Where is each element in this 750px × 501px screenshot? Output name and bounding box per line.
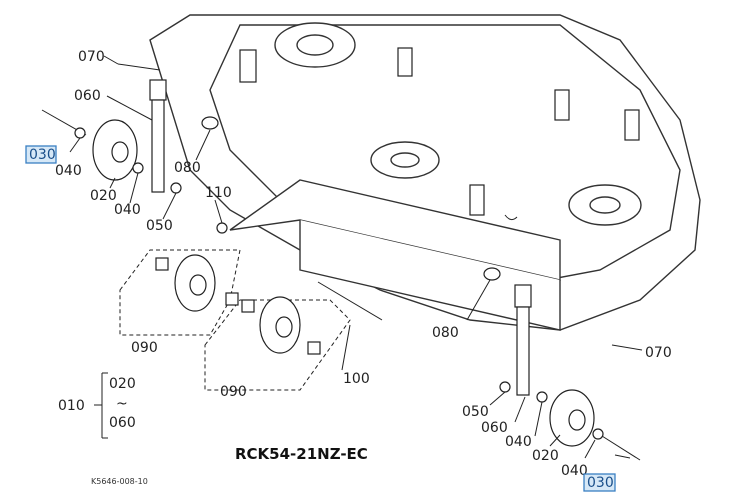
label-030-right[interactable]: 030 [587, 475, 614, 491]
label-040-right-bot: 040 [561, 463, 588, 479]
label-080-right: 080 [432, 325, 459, 341]
label-070-right: 070 [645, 345, 672, 361]
left-caster-assembly [41, 63, 228, 234]
label-040-right-top: 040 [505, 434, 532, 450]
highlight-box-030-right [583, 473, 616, 492]
label-070-left: 070 [78, 49, 105, 65]
label-050-right: 050 [462, 404, 489, 420]
gauge-roller-assembly [119, 249, 383, 391]
label-040-left-bot: 040 [114, 202, 141, 218]
part-labels: 070 060 030 040 080 020 040 050 110 090 … [25, 49, 672, 492]
label-020-right: 020 [532, 448, 559, 464]
label-090-left: 090 [131, 340, 158, 356]
label-020-group: 020 [109, 376, 136, 392]
label-110: 110 [205, 185, 232, 201]
label-080-left: 080 [174, 160, 201, 176]
leader-lines [69, 55, 631, 459]
group-range-tilde: ~ [116, 396, 128, 412]
label-020-left: 020 [90, 188, 117, 204]
label-060-left: 060 [74, 88, 101, 104]
label-090-mid: 090 [220, 384, 247, 400]
label-060-group: 060 [109, 415, 136, 431]
highlight-box-030-left [25, 145, 57, 164]
label-030-left[interactable]: 030 [29, 147, 56, 163]
model-title: RCK54-21NZ-EC [235, 445, 368, 463]
right-caster-assembly [483, 267, 643, 461]
label-100: 100 [343, 371, 370, 387]
mower-deck [149, 14, 701, 331]
label-050-left: 050 [146, 218, 173, 234]
label-010: 010 [58, 398, 85, 414]
label-060-right: 060 [481, 420, 508, 436]
label-040-left-top: 040 [55, 163, 82, 179]
figure-code: K5646-008-10 [91, 477, 148, 486]
